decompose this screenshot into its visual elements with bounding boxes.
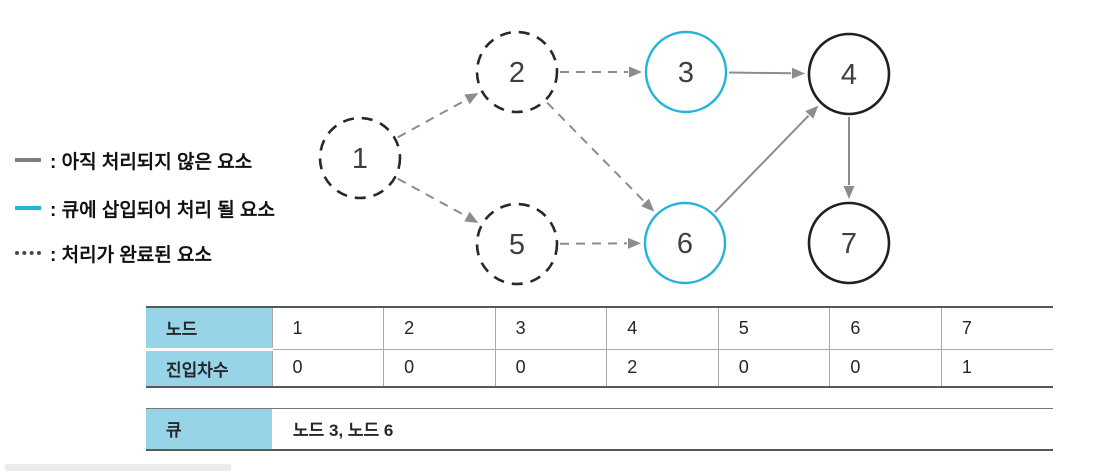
node-table-cell-r0-c1: 2	[383, 307, 496, 349]
graph-node-label-6: 6	[677, 228, 693, 260]
node-table-cell-r0-c5: 6	[829, 307, 942, 349]
graph-node-2	[475, 30, 559, 114]
node-table-cell-r1-c2: 0	[494, 348, 607, 387]
node-table-cell-r1-c0: 0	[271, 348, 384, 387]
legend-item-queued: : 큐에 삽입되어 처리 될 요소	[15, 196, 276, 221]
node-table-cell-r1-c4: 0	[717, 348, 830, 387]
node-table-cell-r0-c4: 5	[717, 307, 830, 349]
graph-node-label-4: 4	[841, 59, 857, 91]
graph-arrowhead-1-5-icon	[464, 211, 479, 223]
graph-edge-2-6	[546, 101, 646, 203]
graph-node-7	[807, 201, 891, 285]
graph-arrowhead-4-7-icon	[843, 186, 855, 199]
node-table-cell-r1-c3: 2	[606, 348, 719, 387]
legend-label-processed: : 처리가 완료된 요소	[50, 244, 213, 266]
graph-node-3	[644, 30, 728, 114]
scan-artifact	[5, 464, 231, 471]
graph-node-label-3: 3	[678, 57, 694, 89]
graph-edge-1-2	[397, 98, 467, 139]
node-table-cell-r0-c2: 3	[494, 307, 607, 349]
legend-item-unprocessed: : 아직 처리되지 않은 요소	[15, 148, 253, 173]
legend-label-unprocessed: : 아직 처리되지 않은 요소	[50, 151, 253, 173]
graph-arrowhead-1-2-icon	[464, 93, 479, 105]
graph-arrowhead-5-6-icon	[627, 237, 642, 249]
graph-svg: 1 2 3 4 5 6 7	[318, 30, 891, 286]
legend-label-queued: : 큐에 삽입되어 처리 될 요소	[50, 199, 276, 221]
graph-node-label-5: 5	[509, 229, 525, 261]
graph-node-label-2: 2	[509, 57, 525, 89]
processed-line-swatch-icon	[15, 251, 41, 255]
unprocessed-line-swatch-icon	[15, 158, 41, 162]
graph-arrowhead-6-4-icon	[805, 105, 819, 119]
node-table-header-0: 노드	[146, 307, 272, 349]
graph-node-5	[475, 202, 559, 286]
node-table-cell-r0-c0: 1	[271, 307, 384, 349]
queue-value-cell: 노드 3, 노드 6	[293, 421, 394, 441]
node-table-header-1: 진입차수	[146, 347, 272, 387]
node-table-cell-r1-c6: 1	[940, 348, 1053, 387]
graph-node-1	[318, 116, 402, 200]
graph-arrowhead-3-4-icon	[791, 67, 806, 79]
queue-header-cell: 큐	[146, 408, 272, 450]
graph-edge-6-4	[714, 114, 810, 213]
node-table-cell-r0-c6: 7	[940, 307, 1053, 349]
node-table-cell-r1-c5: 0	[829, 348, 942, 387]
queued-line-swatch-icon	[15, 206, 41, 210]
queue-table: 큐 노드 3, 노드 6	[146, 408, 1053, 451]
queue-table-row: 큐 노드 3, 노드 6	[146, 408, 1053, 450]
graph-arrowhead-2-3-icon	[629, 66, 642, 78]
graph-node-label-7: 7	[841, 228, 857, 260]
graph-node-6	[643, 201, 727, 285]
node-table-cell-r0-c3: 4	[606, 307, 719, 349]
graph-node-label-1: 1	[352, 143, 368, 175]
legend-item-processed: : 처리가 완료된 요소	[15, 241, 213, 266]
graph-edge-3-4	[728, 71, 792, 75]
graph-edge-1-5	[397, 177, 467, 218]
graph-arrowhead-2-6-icon	[641, 198, 655, 212]
node-table-cell-r1-c1: 0	[383, 348, 496, 387]
graph-node-4	[807, 32, 891, 116]
